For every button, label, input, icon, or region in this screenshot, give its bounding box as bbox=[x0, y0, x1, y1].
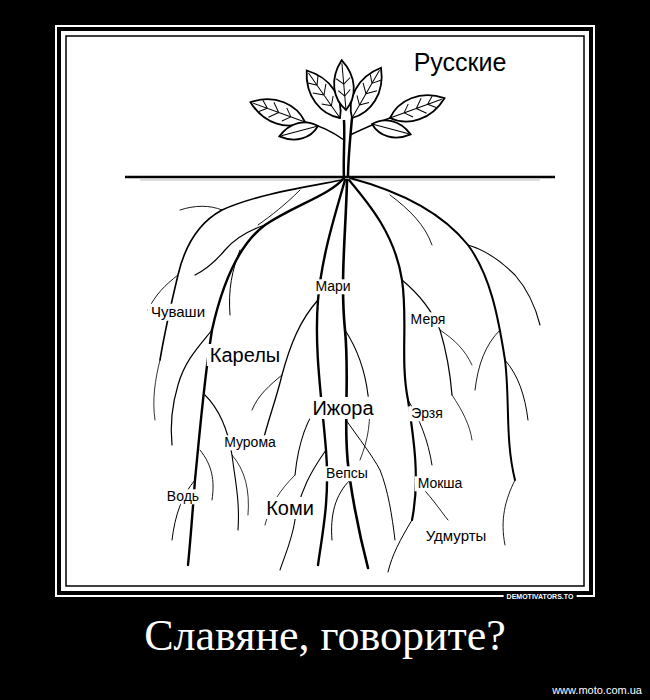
root-label: Мурома bbox=[221, 435, 279, 450]
root-label: Водь bbox=[164, 489, 202, 504]
root-label: Вепсы bbox=[323, 466, 371, 481]
root-label: Меря bbox=[408, 312, 449, 327]
picture-border bbox=[66, 36, 584, 586]
root-label: Удмурты bbox=[423, 528, 490, 545]
root-label: Коми bbox=[263, 497, 317, 519]
root-label: Мари bbox=[312, 279, 353, 294]
watermark: DEMOTIVATORS.TO bbox=[504, 593, 577, 601]
root-label: Карелы bbox=[207, 344, 283, 366]
picture-ground bbox=[61, 31, 589, 591]
frame-border bbox=[56, 26, 594, 596]
root-label: Чуваши bbox=[148, 304, 208, 321]
root-label: Мокша bbox=[415, 476, 466, 491]
plant-label: Русские bbox=[411, 49, 510, 77]
root-label: Эрзя bbox=[408, 406, 446, 421]
ground-line bbox=[125, 177, 555, 180]
plant-roots bbox=[148, 178, 540, 572]
watermark: www.moto.com.ua bbox=[549, 684, 645, 696]
root-label: Ижора bbox=[309, 397, 376, 419]
caption: Славяне, говорите? bbox=[144, 612, 506, 660]
